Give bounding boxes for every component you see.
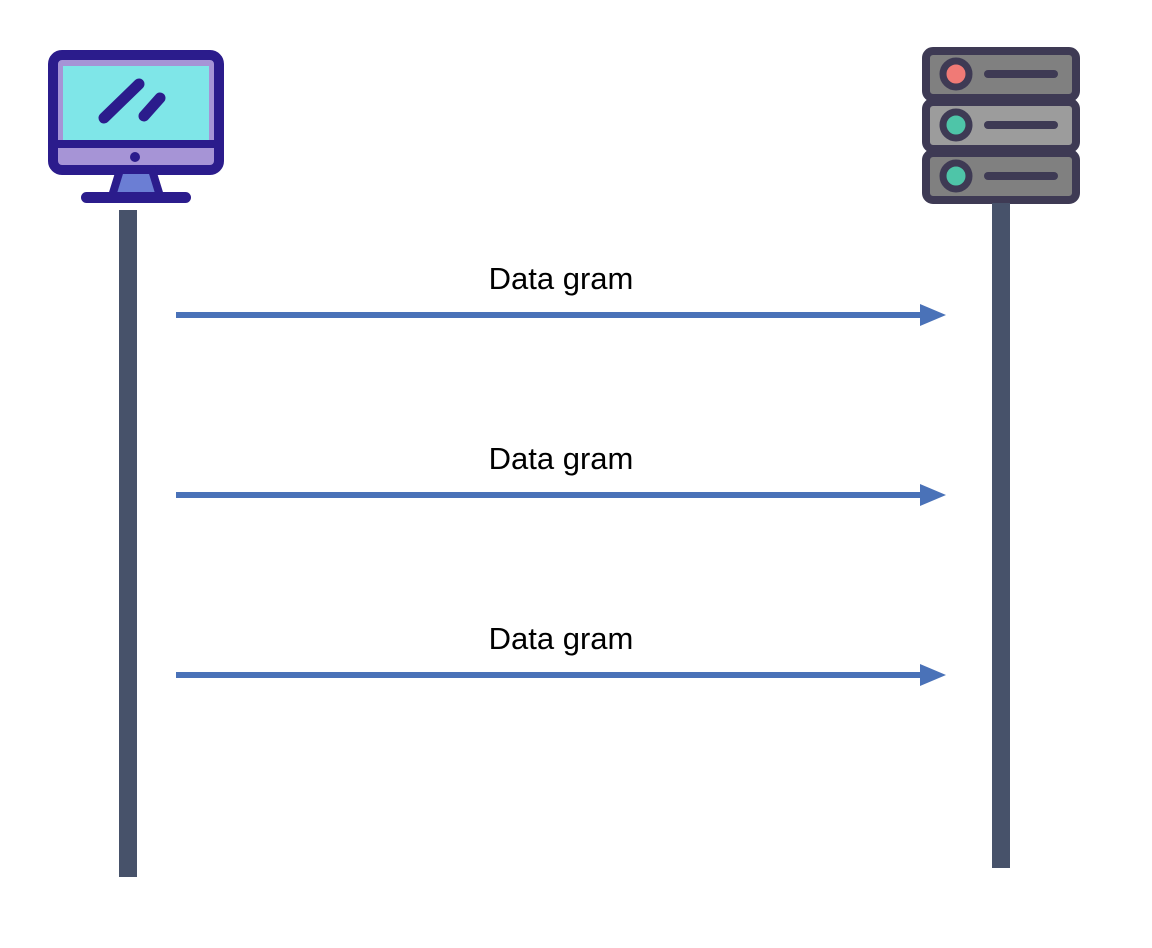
message-arrow-group-3: Data gram bbox=[176, 618, 946, 688]
server-lifeline bbox=[992, 203, 1010, 868]
arrow-icon-2 bbox=[176, 482, 946, 508]
message-label-2: Data gram bbox=[488, 441, 634, 476]
arrow-icon-1 bbox=[176, 302, 946, 328]
message-label-3: Data gram bbox=[488, 621, 634, 656]
desktop-computer-icon bbox=[48, 50, 224, 210]
message-arrow-group-2: Data gram bbox=[176, 438, 946, 508]
server-rack-icon bbox=[920, 46, 1082, 204]
message-arrow-group-1: Data gram bbox=[176, 258, 946, 328]
message-label-1: Data gram bbox=[488, 261, 634, 296]
arrow-icon-3 bbox=[176, 662, 946, 688]
client-lifeline bbox=[119, 210, 137, 877]
